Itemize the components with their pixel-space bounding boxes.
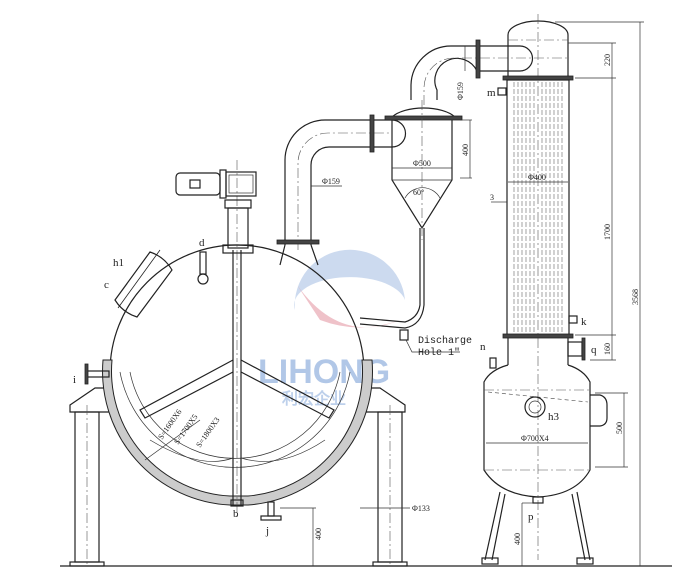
label-p: p: [528, 511, 534, 523]
cyclone-dia: Φ500: [413, 159, 431, 168]
pipe-dia-1: Φ159: [322, 177, 340, 186]
overall-dimensions: 220 1700 160 3568: [555, 21, 644, 566]
label-i: i: [73, 374, 76, 386]
label-j: j: [265, 525, 269, 537]
label-c: c: [104, 279, 109, 291]
column-vapor-elbow: Φ159: [410, 39, 570, 105]
cone-angle: 60°: [413, 188, 424, 197]
motor: [175, 172, 221, 196]
vessel-dia: Φ700X4: [521, 434, 549, 443]
sphere-nozzles: h1 c d i b j 400: [73, 237, 323, 566]
watermark-sub: 利宏企业: [282, 389, 346, 408]
leg-dia-label: Φ133: [412, 504, 430, 513]
label-n: n: [480, 341, 486, 353]
spherical-vessel: S=1600X6 S=1700X5 S=1800X3: [102, 160, 373, 520]
cyclone-separator: Φ500 60° 400 Discharge Hole 1": [359, 100, 472, 359]
tube-length: 1700: [603, 224, 612, 240]
agitator-drive: [175, 169, 257, 254]
right-leg-height: 400: [513, 533, 522, 545]
discharge-label-1: Discharge: [418, 335, 472, 347]
heating-jacket: [102, 359, 373, 506]
column-dia: Φ400: [528, 173, 546, 182]
discharge-label-2: Hole 1": [418, 347, 460, 359]
label-b: b: [233, 508, 239, 520]
top-height: 220: [603, 54, 612, 66]
left-leg-height: 400: [314, 528, 323, 540]
total-height: 3568: [631, 289, 640, 305]
label-k: k: [581, 316, 587, 328]
watermark-logo: LIHONG 利宏企业: [258, 249, 405, 408]
label-h3: h3: [548, 411, 560, 423]
shell-label-3: S=1800X3: [194, 416, 221, 450]
label-q: q: [591, 344, 597, 356]
vessel-height: 500: [615, 422, 624, 434]
bottom-flange-height: 160: [603, 343, 612, 355]
wall-mark: 3: [490, 193, 494, 202]
evaporator-column: Φ400 3 m k q n: [480, 14, 597, 560]
vapor-pipe: Φ159: [276, 114, 407, 266]
label-m: m: [487, 87, 496, 99]
label-d: d: [199, 237, 205, 249]
lower-vessel: h3 Φ700X4 p 400 500: [481, 364, 628, 566]
label-h1: h1: [113, 257, 124, 269]
left-support: Φ133: [69, 387, 430, 567]
pipe-dia-2: Φ159: [456, 82, 465, 100]
cyclone-height: 400: [461, 144, 470, 156]
